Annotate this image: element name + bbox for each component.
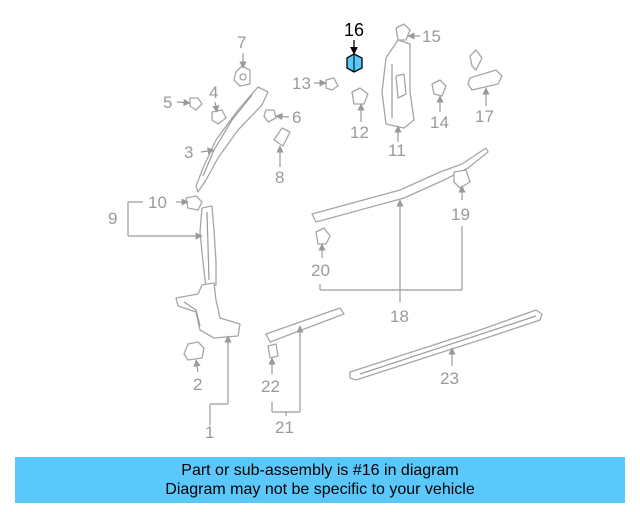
banner-line-part-reference: Part or sub-assembly is #16 in diagram	[181, 462, 459, 479]
callout-23: 23	[440, 369, 459, 388]
callout-13: 13	[292, 74, 311, 93]
callout-3: 3	[184, 143, 193, 162]
callout-19: 19	[451, 205, 470, 224]
banner-line-disclaimer: Diagram may not be specific to your vehi…	[165, 481, 475, 498]
callout-11: 11	[388, 141, 406, 160]
part-19-clip	[453, 169, 471, 189]
part-15-clip	[395, 23, 411, 41]
parts-diagram: 1 2 3 4 5 6 7 8 9 10 11 12 13 14 15 16 1…	[108, 20, 543, 442]
callout-21: 21	[275, 418, 294, 437]
callout-4: 4	[209, 83, 218, 102]
part-6-screw	[263, 109, 277, 123]
callout-10: 10	[148, 193, 167, 212]
part-13-screw	[325, 77, 339, 91]
callout-18: 18	[390, 307, 409, 326]
part-9-b-pillar-trim	[199, 205, 217, 289]
callout-17: 17	[475, 107, 494, 126]
part-1-kick-panel	[175, 282, 241, 339]
part-3-a-pillar-trim	[195, 86, 269, 193]
part-11-b-pillar-upper-trim	[381, 39, 415, 129]
part-21-sill-plate	[265, 307, 345, 343]
callout-7: 7	[237, 33, 246, 52]
callout-8: 8	[275, 168, 284, 187]
callout-1: 1	[205, 423, 214, 442]
part-22-clip	[267, 343, 279, 359]
callout-9: 9	[108, 209, 117, 228]
part-14-clip	[431, 79, 447, 97]
part-16-clip-highlighted	[346, 53, 363, 73]
part-20-clip	[315, 227, 331, 245]
part-4-screw	[211, 109, 227, 125]
part-12-clip	[351, 87, 369, 105]
callout-16: 16	[344, 20, 364, 40]
part-23-rocker-molding	[349, 309, 543, 381]
info-banner: Part or sub-assembly is #16 in diagram D…	[15, 457, 625, 503]
callout-5: 5	[163, 93, 172, 112]
part-8-cap	[273, 127, 291, 147]
part-10-clip	[185, 195, 203, 211]
part-7-clip	[233, 65, 251, 87]
part-5-clip	[189, 97, 203, 111]
callout-22: 22	[261, 377, 280, 396]
callout-6: 6	[292, 108, 301, 127]
callout-14: 14	[430, 113, 449, 132]
callout-2: 2	[193, 375, 202, 394]
leader-lines	[127, 32, 490, 425]
callout-15: 15	[422, 27, 441, 46]
callout-20: 20	[311, 261, 330, 280]
part-2-clip	[183, 341, 205, 361]
part-18-rocker-trim	[311, 147, 489, 223]
part-17-handle	[467, 49, 503, 91]
callout-12: 12	[350, 123, 369, 142]
